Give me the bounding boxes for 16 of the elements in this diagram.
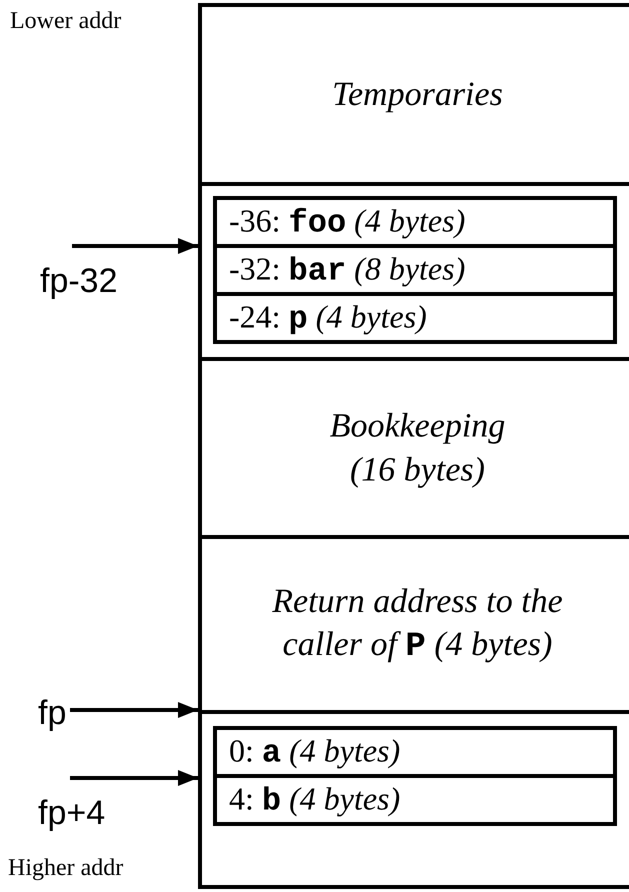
slot-label: 0: a (4 bytes) — [229, 734, 400, 770]
section-label: Bookkeeping (16 bytes) — [328, 406, 506, 490]
pointer-label: fp-32 — [40, 264, 118, 298]
arrow — [70, 770, 198, 786]
slot-label: -24: p (4 bytes) — [229, 300, 427, 336]
slot-label: -32: bar (8 bytes) — [229, 252, 466, 288]
arrow — [72, 238, 198, 254]
pointer-label: fp+4 — [38, 796, 106, 830]
section-label: Temporaries — [331, 74, 504, 115]
address-label: Lower addr — [10, 8, 122, 35]
section-label: Return address to the caller of P (4 bytes) — [271, 581, 564, 668]
address-label: Higher addr — [8, 855, 124, 882]
slot-label: 4: b (4 bytes) — [229, 782, 400, 818]
slot-label: -36: foo (4 bytes) — [229, 204, 466, 240]
arrow — [70, 702, 198, 718]
pointer-label: fp — [38, 696, 66, 730]
